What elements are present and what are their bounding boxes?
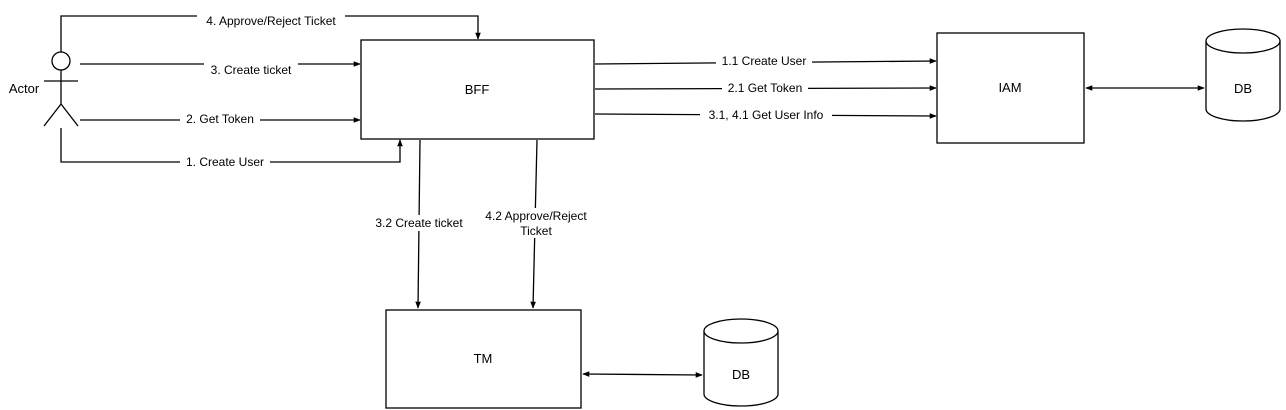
svg-text:Ticket: Ticket	[520, 224, 552, 238]
edge-tm-db	[582, 371, 703, 378]
tm-node	[385, 309, 582, 409]
actor-figure	[43, 51, 79, 127]
edge-create-user: 1. Create User	[60, 128, 403, 170]
svg-text:1. Create User: 1. Create User	[186, 155, 264, 169]
edge-create-ticket: 3. Create ticket	[80, 61, 361, 78]
svg-text:2. Get Token: 2. Get Token	[186, 112, 254, 126]
svg-text:2.1 Get Token: 2.1 Get Token	[728, 81, 803, 95]
svg-text:3.2 Create ticket: 3.2 Create ticket	[375, 216, 463, 230]
db-tm-node	[703, 318, 779, 407]
tm-label: TM	[474, 351, 493, 366]
svg-text:4. Approve/Reject Ticket: 4. Approve/Reject Ticket	[206, 14, 336, 28]
edge-tm-create-ticket: 3.2 Create ticket	[366, 139, 472, 309]
svg-text:3.1, 4.1 Get User Info: 3.1, 4.1 Get User Info	[709, 108, 824, 122]
db-iam-node	[1205, 28, 1281, 122]
svg-text:1.1 Create User: 1.1 Create User	[722, 54, 807, 68]
actor-label: Actor	[9, 81, 40, 96]
bff-node	[360, 39, 595, 140]
svg-text:4.2 Approve/Reject: 4.2 Approve/Reject	[485, 209, 587, 223]
bff-label: BFF	[465, 82, 490, 97]
edge-iam-create-user: 1.1 Create User	[594, 53, 937, 69]
edge-iam-get-token: 2.1 Get Token	[594, 80, 937, 96]
iam-label: IAM	[998, 80, 1021, 95]
svg-text:3. Create ticket: 3. Create ticket	[211, 63, 292, 77]
edge-get-token: 2. Get Token	[80, 111, 361, 127]
edge-tm-approve-reject: 4.2 Approve/Reject Ticket	[476, 139, 596, 309]
edge-approve-reject: 4. Approve/Reject Ticket	[60, 13, 481, 52]
edge-iam-get-user-info: 3.1, 4.1 Get User Info	[594, 107, 937, 123]
db-iam-label: DB	[1234, 81, 1252, 96]
db-tm-label: DB	[732, 367, 750, 382]
iam-node	[936, 32, 1085, 144]
